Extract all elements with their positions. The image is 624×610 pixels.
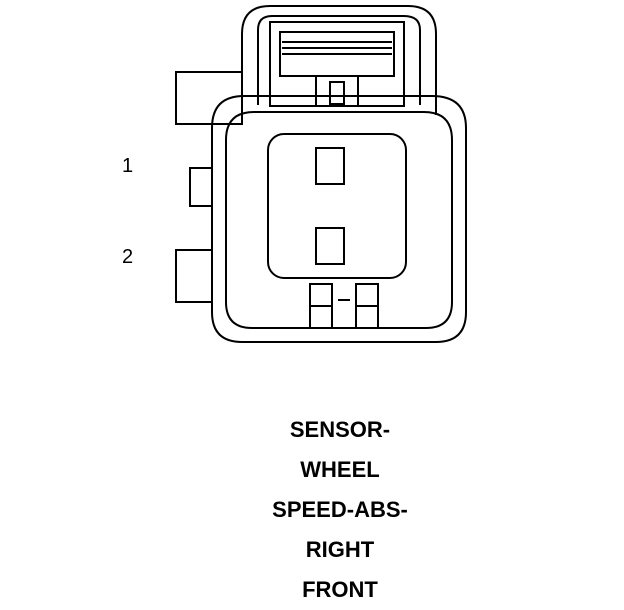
title-line: WHEEL — [300, 457, 380, 482]
housing-hood — [241, 5, 437, 115]
cavity-panel — [267, 133, 407, 279]
latch-outer — [269, 21, 405, 107]
pin-2-label: 2 — [122, 246, 134, 268]
title-line: RIGHT — [305, 537, 375, 562]
latch-lock — [315, 75, 359, 107]
title-line: SPEED-ABS- — [272, 497, 408, 522]
connector-title: SENSOR- WHEEL SPEED-ABS- RIGHT FRONT — [190, 410, 490, 610]
housing-hood-inner — [257, 15, 421, 105]
housing-outer — [211, 95, 467, 343]
side-tab-bottom — [175, 249, 213, 303]
title-line: SENSOR- — [289, 417, 391, 442]
side-tab-middle — [189, 167, 213, 207]
latch-lock-tab — [329, 81, 345, 105]
title-line: FRONT — [302, 577, 378, 602]
pin-1-label: 1 — [122, 155, 134, 177]
housing-inner — [225, 111, 453, 329]
pin-1-cavity — [315, 147, 345, 185]
pin-2-cavity — [315, 227, 345, 265]
